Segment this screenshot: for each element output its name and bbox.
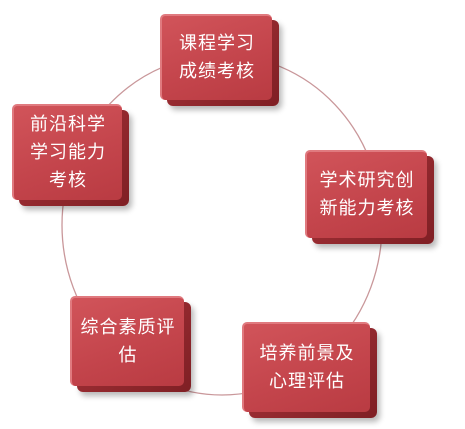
- node-prospect-psychology: 培养前景及心理评估: [242, 322, 377, 418]
- node-prospect-psychology-face: 培养前景及心理评估: [242, 322, 370, 412]
- node-comprehensive-quality-face: 综合素质评估: [70, 296, 184, 386]
- node-research-innovation: 学术研究创新能力考核: [305, 150, 434, 244]
- node-course-grades-face: 课程学习成绩考核: [160, 14, 272, 100]
- node-course-grades: 课程学习成绩考核: [160, 14, 279, 106]
- node-frontier-science-face: 前沿科学学习能力考核: [12, 104, 122, 200]
- node-frontier-science-label: 前沿科学学习能力考核: [30, 114, 106, 191]
- node-research-innovation-face: 学术研究创新能力考核: [305, 150, 427, 238]
- node-prospect-psychology-label: 培养前景及心理评估: [259, 343, 355, 392]
- node-frontier-science: 前沿科学学习能力考核: [12, 104, 129, 206]
- node-comprehensive-quality-label: 综合素质评估: [80, 317, 176, 366]
- node-comprehensive-quality: 综合素质评估: [70, 296, 191, 392]
- node-course-grades-label: 课程学习成绩考核: [179, 33, 255, 82]
- node-research-innovation-label: 学术研究创新能力考核: [319, 170, 415, 219]
